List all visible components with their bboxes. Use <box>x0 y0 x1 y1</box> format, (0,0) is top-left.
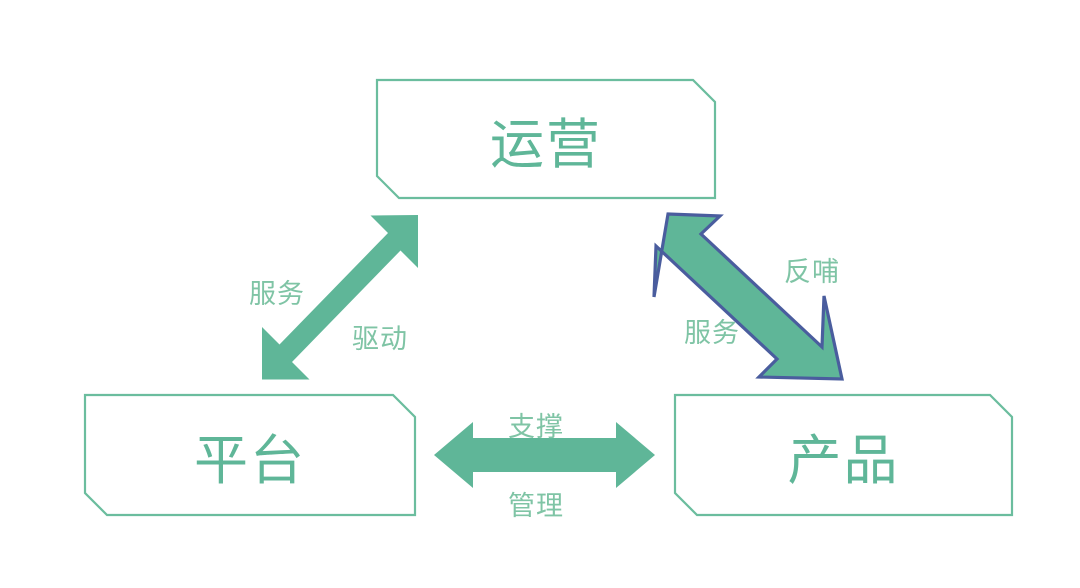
edge-arrow-platform-product[interactable] <box>434 422 655 488</box>
edge-arrow-operations-product[interactable] <box>652 212 844 381</box>
node-shape-operations[interactable] <box>375 78 717 200</box>
edge-arrow-platform-operations[interactable] <box>262 215 418 380</box>
node-shape-platform[interactable] <box>83 393 417 517</box>
node-shape-product[interactable] <box>673 393 1014 517</box>
